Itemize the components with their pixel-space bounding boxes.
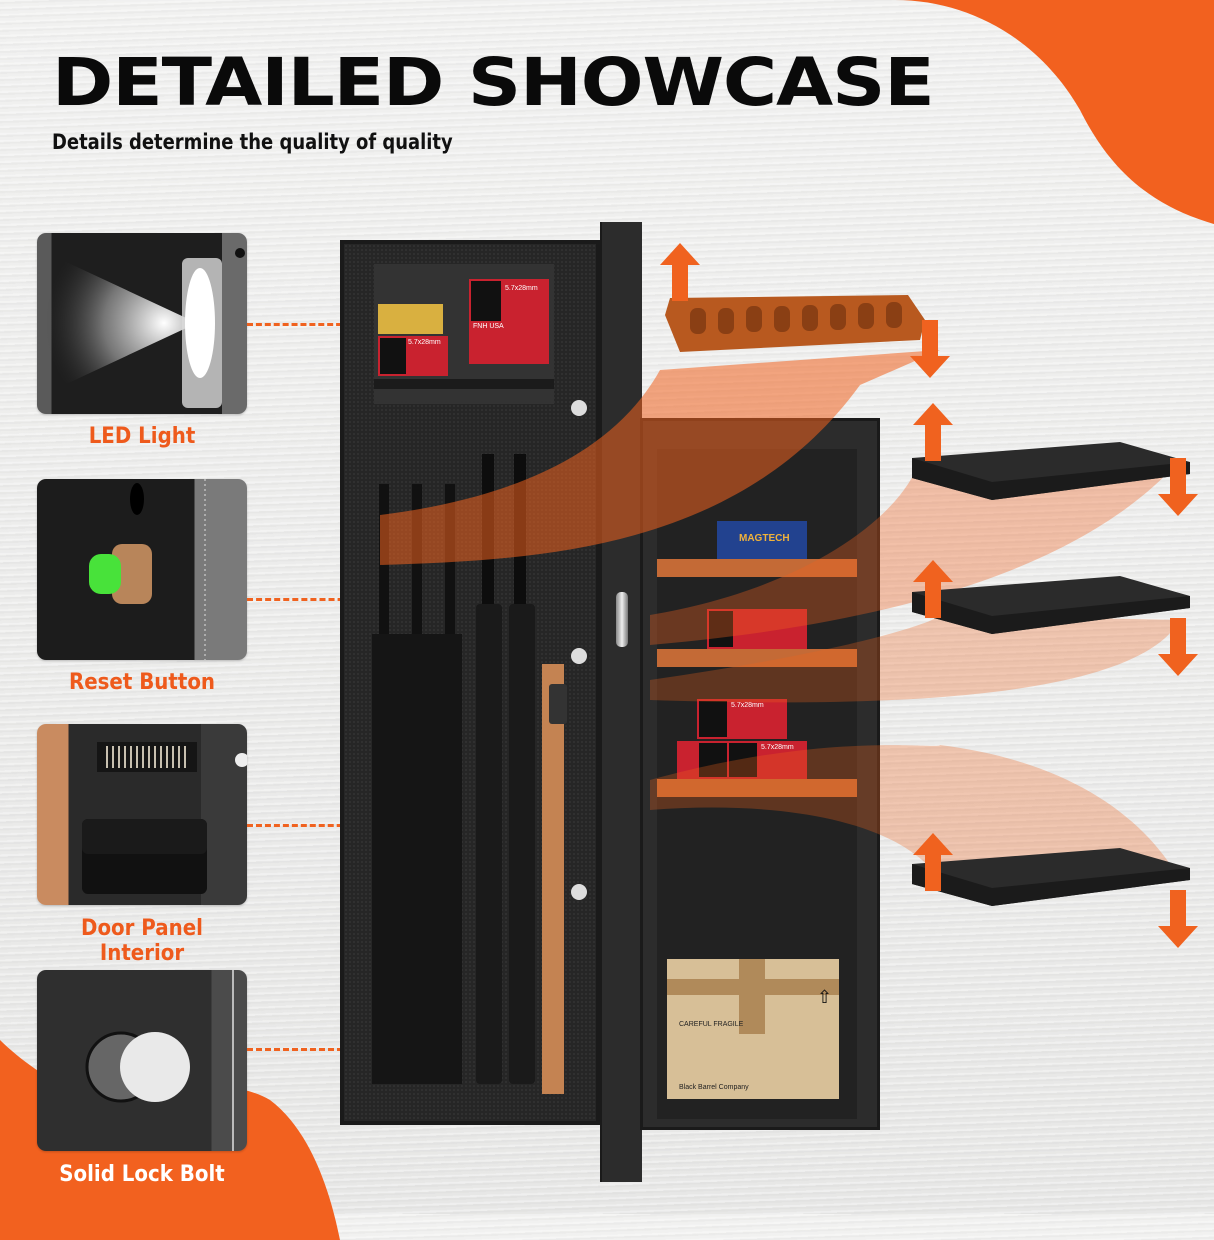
ammo-box-fn-upper: 5.7x28mm [697, 699, 787, 739]
lock-bolt-top [571, 400, 587, 416]
safe-door-edge [600, 222, 642, 1182]
arrow-down-icon [1158, 458, 1198, 516]
feature-card-lock-bolt [37, 970, 247, 1151]
feature-label-led-light: LED Light [88, 424, 196, 449]
feature-label-reset-button: Reset Button [68, 670, 216, 695]
ammo-box-fn-middle [707, 609, 807, 649]
top-compartment: 5.7x28mm 5.7x28mm FNH USA [374, 264, 554, 404]
arrow-up-icon [913, 560, 953, 618]
shelf-part-3 [912, 848, 1190, 906]
side-cabinet-interior: MAGTECH 5.7x28mm 5.7x28mm CAREFUL FRAGIL… [657, 449, 857, 1119]
shotgun-stock-1 [476, 604, 502, 1084]
shotgun-stock-2 [509, 604, 535, 1084]
shelf-part-1 [912, 442, 1190, 500]
cardboard-box: CAREFUL FRAGILE Black Barrel Company ⇧ [667, 959, 839, 1099]
arrow-down-icon [1158, 890, 1198, 948]
arrow-down-icon [910, 320, 950, 378]
orange-corner-shape-top-right [895, 0, 1214, 224]
door-handle[interactable] [616, 592, 628, 647]
feature-card-led-light [37, 233, 247, 414]
ammo-box-yellow [378, 304, 443, 334]
side-shelf-3 [657, 779, 857, 797]
lock-bolt-icon [85, 970, 234, 1151]
reset-button-icon [89, 479, 206, 660]
ammo-box-fn-stack: 5.7x28mm FNH USA [469, 279, 549, 364]
rifle-stocks [372, 634, 462, 1084]
arrow-down-icon [1158, 618, 1198, 676]
ammo-box-fn-lower: 5.7x28mm [677, 741, 807, 779]
arrow-up-icon [660, 243, 700, 301]
feature-label-solid-lock-bolt: Solid Lock Bolt [59, 1162, 225, 1187]
page-subtitle: Details determine the quality of quality [52, 130, 453, 154]
wooden-rifle-stock [542, 664, 564, 1094]
door-panel-icon [82, 742, 247, 894]
arrow-up-icon [913, 833, 953, 891]
feature-card-reset-button [37, 479, 247, 660]
lock-bolt-middle [571, 648, 587, 664]
ammo-box-magtech: MAGTECH [717, 521, 807, 559]
feature-card-door-panel [37, 724, 247, 905]
gun-safe-main-cabinet: 5.7x28mm 5.7x28mm FNH USA [340, 240, 600, 1125]
highlight-swooshes [380, 350, 1180, 880]
led-light-icon [47, 248, 245, 408]
top-shelf [374, 379, 554, 389]
feature-label-door-panel-interior: Door Panel Interior [81, 916, 203, 966]
page-title: DETAILED SHOWCASE [52, 44, 935, 121]
side-shelf-2 [657, 649, 857, 667]
gun-rack-part [665, 295, 925, 352]
arrow-up-icon [913, 403, 953, 461]
ammo-box-fn: 5.7x28mm [378, 336, 448, 376]
shelf-part-2 [912, 576, 1190, 634]
gun-safe-side-cabinet: MAGTECH 5.7x28mm 5.7x28mm CAREFUL FRAGIL… [640, 418, 880, 1130]
handgun [549, 684, 567, 724]
lock-bolt-bottom [571, 884, 587, 900]
side-shelf-1 [657, 559, 857, 577]
